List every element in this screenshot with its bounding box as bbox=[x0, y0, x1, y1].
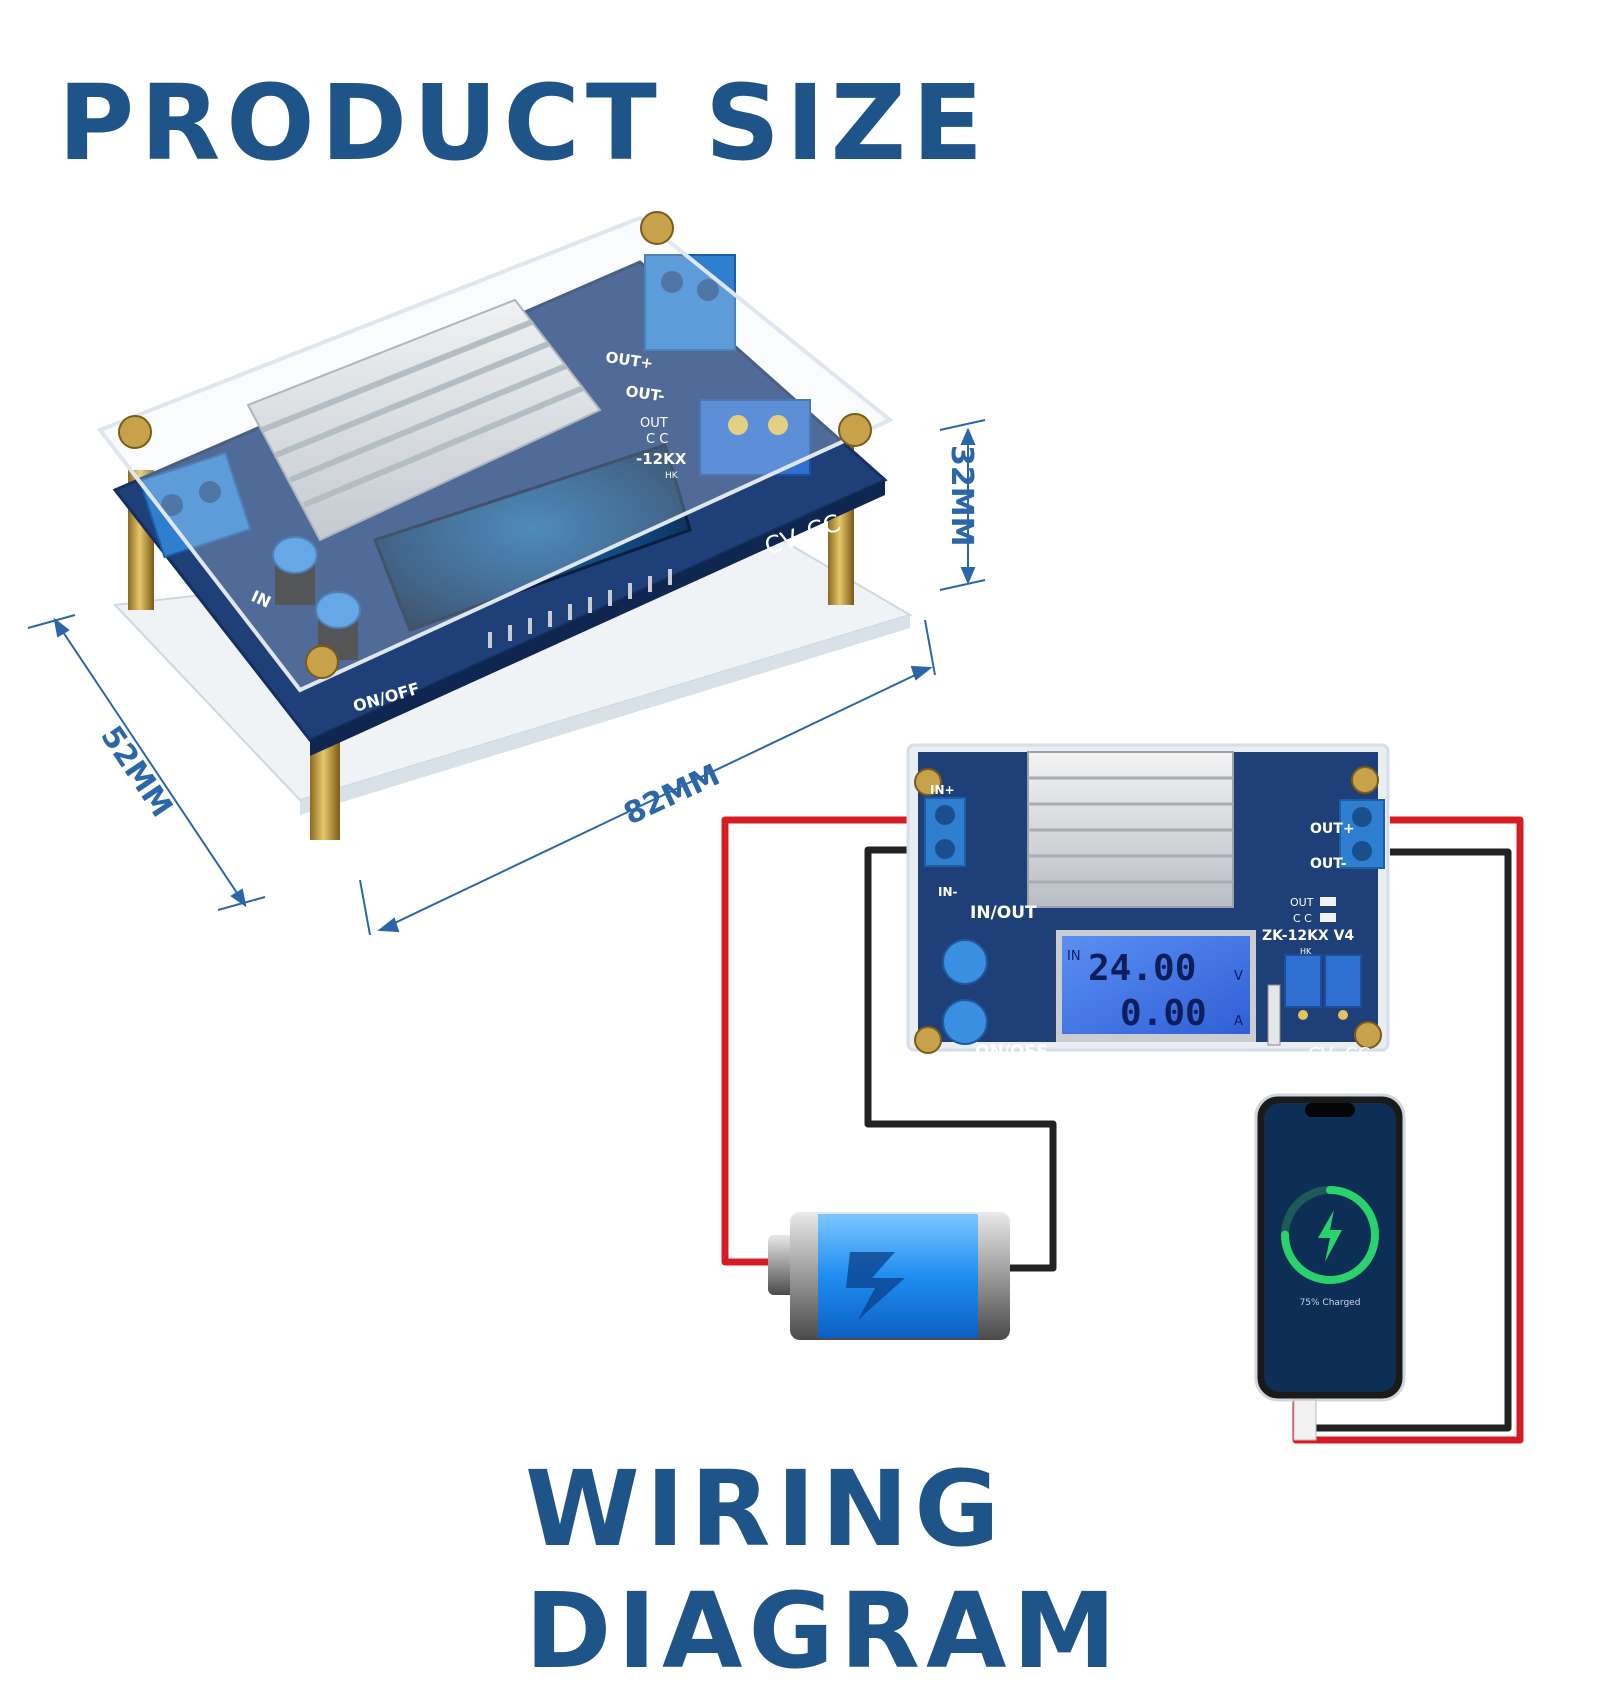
module-cv-label: CV bbox=[1308, 1044, 1334, 1065]
smartphone-icon bbox=[1254, 1093, 1406, 1441]
charge-ring-progress bbox=[1281, 1186, 1379, 1284]
input-terminal-block bbox=[138, 451, 252, 559]
module-in-minus-label: IN- bbox=[938, 885, 958, 899]
module-model-label: ZK-12KX V4 bbox=[1262, 928, 1354, 944]
product-size-title: PRODUCT SIZE bbox=[58, 62, 990, 184]
cv-potentiometer bbox=[1284, 954, 1322, 1008]
bottom-plate-edge bbox=[300, 615, 910, 815]
charging-cable-plug bbox=[1293, 1399, 1317, 1441]
potentiometers-3d bbox=[699, 399, 811, 476]
screw-head bbox=[1351, 766, 1379, 794]
lcd-screen bbox=[1062, 936, 1250, 1034]
silk-out-minus: OUT- bbox=[624, 382, 665, 405]
battery-icon bbox=[768, 1212, 1010, 1340]
wiring-diagram-title: WIRING DIAGRAM bbox=[525, 1448, 1122, 1692]
module-hk-label: HK bbox=[1300, 947, 1312, 956]
pin-header bbox=[488, 569, 672, 648]
phone-charge-status: 75% Charged bbox=[1300, 1298, 1361, 1308]
screw-head bbox=[914, 1026, 942, 1054]
heatsink-3d bbox=[246, 298, 602, 542]
out-led bbox=[1320, 897, 1336, 906]
cc-led bbox=[1320, 913, 1336, 922]
dimension-width-label: 82MM bbox=[619, 758, 726, 833]
cc-potentiometer bbox=[1324, 954, 1362, 1008]
lightning-bolt-icon bbox=[846, 1252, 905, 1320]
lcd-current-unit: A bbox=[1234, 1014, 1243, 1029]
silk-out-led: OUT bbox=[640, 416, 668, 431]
lcd-display-3d bbox=[373, 443, 692, 632]
silk-hk: HK bbox=[665, 471, 679, 481]
screw-head bbox=[640, 211, 674, 245]
charging-bolt-icon bbox=[1318, 1210, 1342, 1262]
lcd-current-readout: 0.00 bbox=[1120, 993, 1207, 1034]
input-positive-wire bbox=[721, 816, 940, 1266]
input-negative-wire bbox=[864, 846, 1057, 1272]
dimension-depth-label: 52MM bbox=[93, 720, 179, 824]
silk-model-partial: -12KX bbox=[636, 450, 687, 468]
lcd-voltage-unit: V bbox=[1234, 969, 1243, 984]
module-in-out-label: IN/OUT bbox=[970, 903, 1037, 923]
illustration-canvas: OUT+ OUT- OUT C C -12KX HK CV CC IN ON/O… bbox=[27, 211, 1524, 1444]
screw-head bbox=[838, 413, 872, 447]
dimension-height-label: 32MM bbox=[944, 445, 979, 546]
pcb-side-edge bbox=[310, 480, 885, 756]
side-pin-header bbox=[1267, 984, 1281, 1046]
product-3d-view: OUT+ OUT- OUT C C -12KX HK CV CC IN ON/O… bbox=[96, 211, 913, 840]
screw-head bbox=[118, 415, 152, 449]
output-terminal-block bbox=[644, 254, 736, 351]
module-cc-label: CC bbox=[1345, 1044, 1370, 1065]
buck-converter-module bbox=[906, 743, 1390, 1054]
module-out-minus-label: OUT- bbox=[1310, 856, 1347, 872]
module-in-plus-label: IN+ bbox=[930, 783, 955, 797]
screw-head bbox=[305, 645, 339, 679]
silk-cc-led: C C bbox=[646, 432, 668, 447]
screw-head bbox=[914, 768, 942, 796]
module-cc-led-label: C C bbox=[1293, 912, 1312, 925]
module-out-plus-label: OUT+ bbox=[1310, 821, 1355, 837]
on-off-push-button bbox=[942, 999, 988, 1045]
lcd-voltage-readout: 24.00 bbox=[1088, 948, 1196, 989]
module-on-off-label: ON/OFF bbox=[975, 1042, 1048, 1062]
module-out-led-label: OUT bbox=[1290, 896, 1314, 909]
top-acrylic-cover bbox=[96, 215, 894, 693]
product-infographic: PRODUCT SIZE bbox=[27, 62, 1524, 1692]
screw-head bbox=[1354, 1021, 1382, 1049]
dimension-annotations bbox=[27, 419, 986, 936]
in-out-push-button bbox=[942, 939, 988, 985]
lcd-mode-indicator: IN bbox=[1067, 949, 1081, 964]
